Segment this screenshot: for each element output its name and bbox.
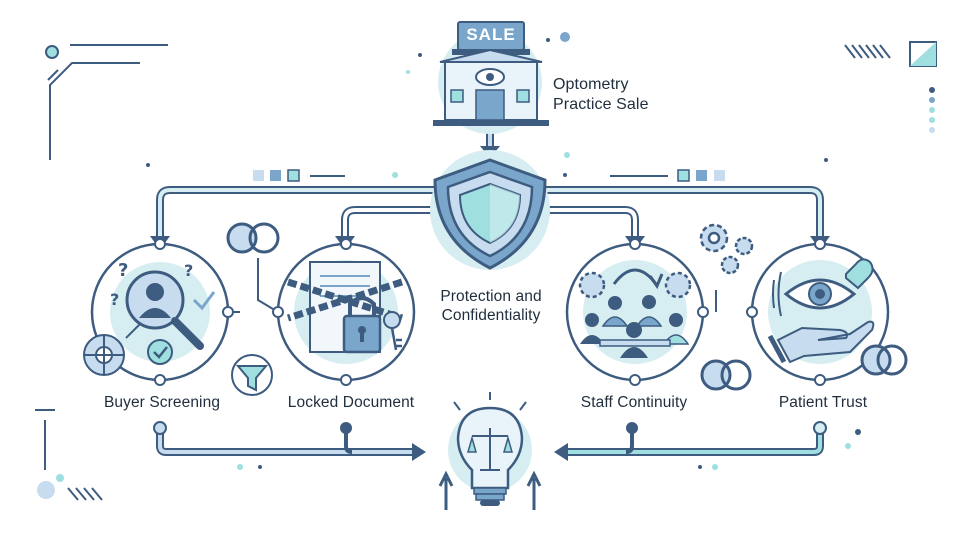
node-label-buyer-screening: Buyer Screening	[103, 394, 221, 411]
locked-document-node	[272, 238, 416, 386]
svg-text:?: ?	[110, 290, 119, 309]
decor-dots	[146, 32, 861, 470]
rings-icon-right	[700, 359, 752, 391]
node-label-staff-continuity: Staff Continuity	[580, 394, 688, 411]
sale-sign-text: SALE	[466, 25, 516, 44]
rings-icon-trust	[860, 344, 908, 376]
eye-hand-heart-icon	[767, 258, 875, 364]
decor-bottom-left	[35, 409, 103, 501]
svg-text:?: ?	[184, 261, 193, 280]
decor-top-right	[844, 41, 937, 133]
node-label-patient-trust: Patient Trust	[778, 394, 868, 411]
node-label-locked-document: Locked Document	[287, 394, 415, 411]
lightbulb-scales-icon	[438, 392, 542, 510]
building-icon	[433, 21, 549, 134]
staff-continuity-node	[565, 238, 709, 386]
patient-trust-node	[746, 238, 908, 386]
compass-icon	[83, 334, 125, 376]
funnel-icon	[231, 354, 273, 396]
center-label-line-2: Confidentiality	[441, 307, 541, 324]
staff-team-icon	[578, 268, 692, 358]
decor-squares-right	[610, 169, 725, 182]
decor-squares-left	[253, 169, 345, 182]
locked-document-icon	[286, 261, 404, 354]
gears-icon	[699, 223, 754, 275]
svg-text:?: ?	[118, 260, 128, 281]
shield-icon	[430, 150, 550, 270]
title-line-1: Optometry	[553, 76, 629, 93]
center-label-line-1: Protection and	[440, 288, 542, 305]
title-line-2: Practice Sale	[553, 96, 649, 113]
buyer-screening-node: ? ? ?	[83, 238, 234, 386]
decor-top-left	[45, 44, 168, 160]
rings-icon-left	[226, 222, 280, 254]
connectors	[150, 125, 830, 461]
magnifier-person-icon	[125, 270, 204, 350]
